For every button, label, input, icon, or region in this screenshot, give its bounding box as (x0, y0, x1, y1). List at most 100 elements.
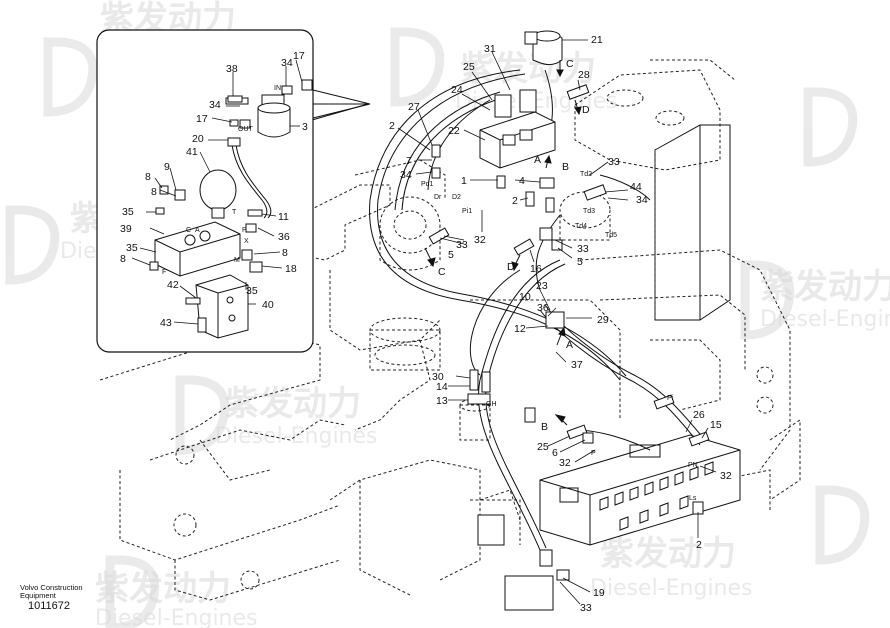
label-44: 44 (630, 181, 642, 193)
port-pi: Pi (667, 395, 674, 402)
inset-label-8: 8 (120, 253, 126, 265)
label-23: 23 (536, 280, 548, 292)
inset-port-p: P (242, 227, 247, 234)
label-32: 32 (559, 457, 571, 469)
label-2: 2 (389, 120, 395, 132)
leader-lines (397, 39, 717, 605)
inset-accumulator (199, 137, 272, 219)
arrow-label-d: D (582, 104, 590, 116)
label-16: 16 (530, 263, 542, 275)
label-34: 34 (400, 169, 412, 181)
inset-port-m: M (234, 257, 240, 264)
label-29: 29 (597, 314, 609, 326)
label-28: 28 (578, 69, 590, 81)
port-d2: D2 (452, 194, 461, 201)
inset-bracket (185, 95, 249, 339)
main-labels: 21 31 25 24 28 27 2 22 7 34 1 33 44 34 4… (389, 34, 732, 614)
label-33: 33 (577, 243, 589, 255)
inset-port-in: IN (274, 85, 281, 92)
label-2: 2 (696, 539, 702, 551)
inset-label-38: 38 (226, 63, 238, 75)
caption-line-1: Volvo Construction (20, 583, 83, 592)
watermark-en: Diesel-Engines (590, 576, 753, 601)
label-14: 14 (436, 381, 448, 393)
port-gh: GH (486, 401, 497, 408)
label-12: 12 (514, 323, 526, 335)
inset-label-40: 40 (262, 299, 274, 311)
inset-port-c: C (186, 227, 191, 234)
inset-label-17: 17 (293, 50, 305, 62)
label-36: 36 (537, 302, 549, 314)
caption-line-2: Equipment (20, 591, 56, 600)
watermark-en: Diesel-Engines (215, 424, 378, 449)
port-ls: Ls (689, 495, 697, 502)
label-27: 27 (408, 101, 420, 113)
flow-arrows (424, 60, 582, 426)
label-25: 25 (537, 441, 549, 453)
port-dr: Dr (434, 194, 442, 201)
inset-valve-block (149, 185, 263, 277)
inset-label-20: 20 (192, 133, 204, 145)
arrow-label-b: B (562, 161, 569, 173)
label-34: 34 (636, 194, 648, 206)
arrow-label-c: C (566, 58, 574, 70)
caption: Volvo Construction Equipment (20, 584, 83, 600)
arrow-label-a: A (566, 339, 573, 351)
inset-port-f: F (162, 269, 166, 276)
document-number: 1011672 (28, 600, 71, 612)
watermark-cn: 紫发动力 (760, 267, 890, 307)
label-24: 24 (451, 84, 463, 96)
inset-port-x: X (244, 238, 249, 245)
port-pn: PN (688, 462, 698, 469)
inset-port-out: OUT (238, 126, 254, 133)
inset-label-8: 8 (151, 186, 157, 198)
inset-label-42: 42 (167, 279, 179, 291)
inset-label-3: 3 (302, 121, 308, 133)
label-32: 32 (474, 234, 486, 246)
control-valve (539, 434, 741, 546)
label-2: 2 (512, 195, 518, 207)
inset-label-36: 36 (278, 231, 290, 243)
inset-label-35: 35 (126, 242, 138, 254)
inset-port-t: T (232, 209, 237, 216)
label-32: 32 (720, 470, 732, 482)
label-22: 22 (448, 125, 460, 137)
inset-label-39: 39 (120, 223, 132, 235)
label-13: 13 (436, 395, 448, 407)
inset-label-11: 11 (278, 211, 289, 223)
label-10: 10 (519, 291, 531, 303)
inset-label-34: 34 (209, 99, 221, 111)
label-19: 19 (593, 587, 605, 599)
arrow-label-c: C (438, 266, 446, 278)
watermark-cn: 紫发动力 (460, 49, 596, 89)
label-33: 33 (608, 156, 620, 168)
port-td2: Td2 (580, 171, 592, 178)
port-p: P (591, 450, 596, 457)
inset-filter (225, 79, 313, 138)
label-6: 6 (552, 447, 558, 459)
label-26: 26 (693, 409, 705, 421)
inset-label-8: 8 (145, 171, 151, 183)
label-15: 15 (710, 419, 722, 431)
watermark-en: Diesel-Engines (95, 606, 258, 628)
inset-label-18: 18 (285, 263, 297, 275)
label-33: 33 (456, 239, 468, 251)
pilot-components (428, 30, 710, 611)
inset-port-a: A (195, 227, 200, 234)
inset-label-43: 43 (160, 317, 172, 329)
port-td3: Td3 (583, 208, 595, 215)
inset-label-9: 9 (164, 161, 170, 173)
label-33: 33 (580, 602, 592, 614)
arrow-label-b: B (541, 421, 548, 433)
inset-label-35: 35 (122, 206, 134, 218)
label-21: 21 (591, 34, 603, 46)
label-30: 30 (432, 371, 444, 383)
watermark-cn: 紫发动力 (600, 534, 736, 574)
label-7: 7 (406, 155, 412, 167)
port-pi1: Pi1 (462, 208, 472, 215)
inset-detail: 38 34 17 34 17 3 20 41 9 8 8 35 11 36 39… (96, 29, 371, 353)
arrow-label-d: D (507, 261, 515, 273)
port-labels: C D C D B B A A Pd1 Dr D2 Pi1 Td2 Td3 Td… (421, 58, 698, 502)
label-5: 5 (577, 256, 583, 268)
